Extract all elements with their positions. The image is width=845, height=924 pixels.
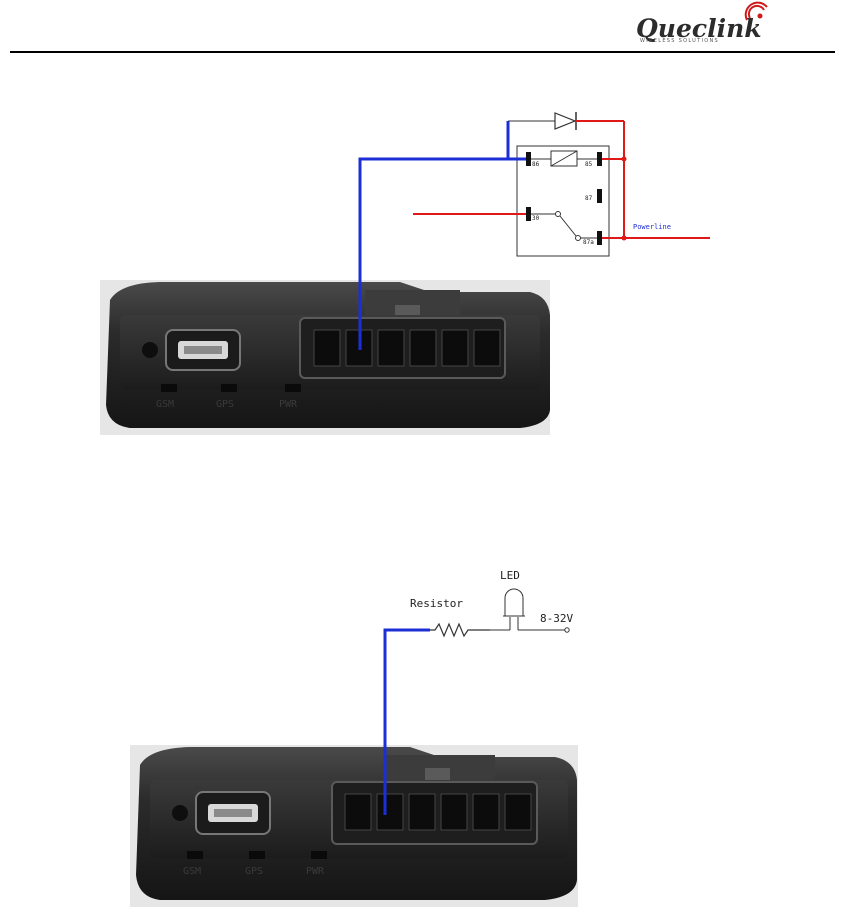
pin-87a-label: 87a [583,239,594,246]
powerline-label: Powerline [633,223,671,231]
led-label-gps: GPS [216,399,234,410]
device-photo-2 [130,745,578,907]
pin-85-label: 85 [585,161,593,168]
device-photo-1 [100,280,550,435]
pin-30-label: 30 [532,215,540,222]
pin-87-label: 87 [585,195,593,202]
led-label-gsm: GSM [156,399,174,410]
pin-86-label: 86 [532,161,540,168]
voltage-label: 8-32V [540,612,573,625]
led-label: LED [500,569,520,582]
led-label-pwr: PWR [279,399,297,410]
led-label-gps: GPS [245,866,263,877]
six-pin-connector [300,318,505,378]
led-label-gsm: GSM [183,866,201,877]
six-pin-connector [332,782,537,844]
resistor-label: Resistor [410,597,463,610]
led-label-pwr: PWR [306,866,324,877]
